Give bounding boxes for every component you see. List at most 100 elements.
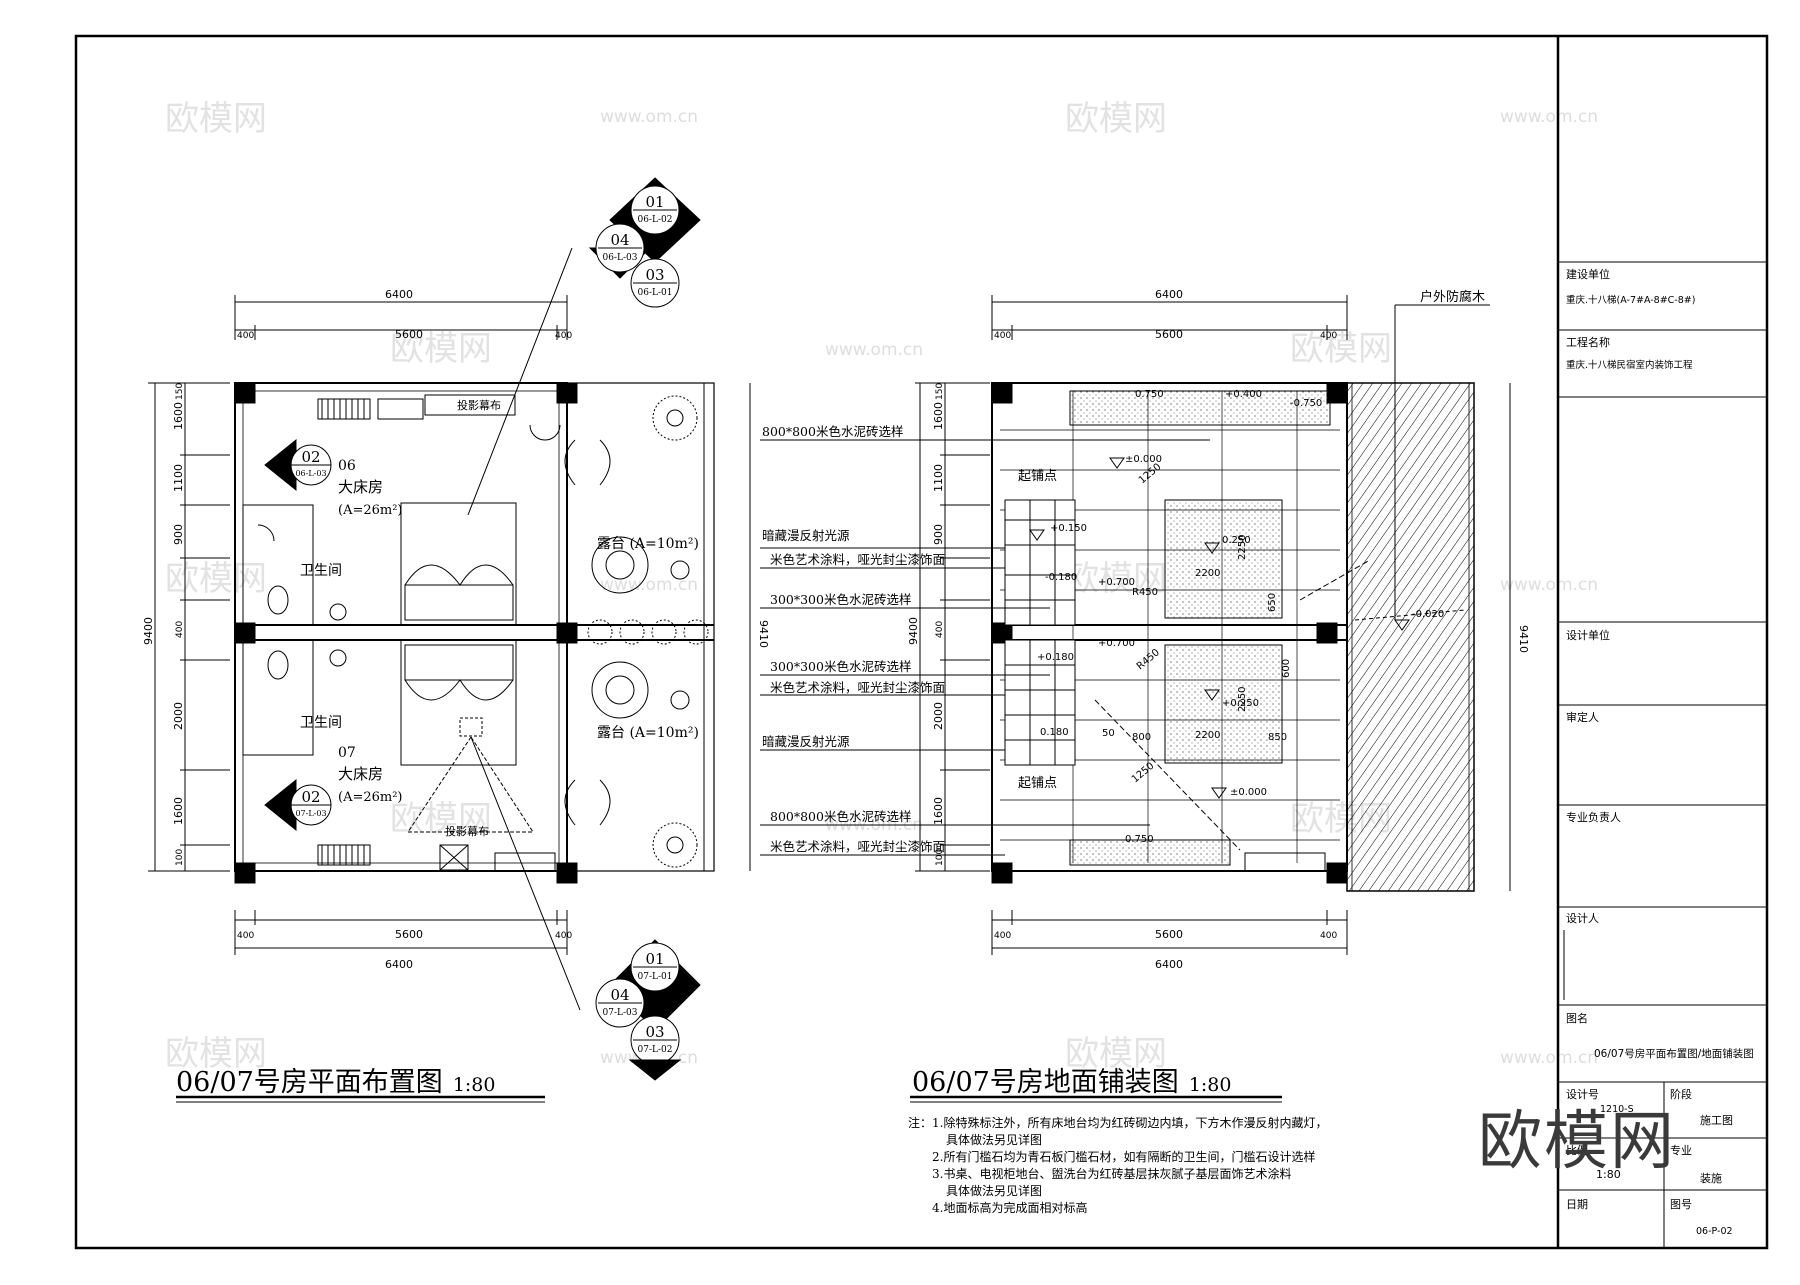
- watermark-url: www.om.cn: [1500, 1048, 1598, 1068]
- bathroom-label: 卫生间: [300, 563, 342, 579]
- index-texts-lower: 01 07-L-01 04 07-L-03 03 07-L-02: [603, 950, 673, 1055]
- material-callout: 800*800米色水泥砖选样: [762, 424, 903, 439]
- index-sheet: 06-L-02: [638, 215, 673, 225]
- door-tag-upper: [264, 438, 332, 492]
- dim-text: 9400: [907, 617, 920, 645]
- note-line: 4.地面标高为完成面相对标高: [932, 1201, 1088, 1215]
- material-callout: 米色艺术涂料，哑光封尘漆饰面: [770, 552, 945, 567]
- major-value: 装施: [1700, 1172, 1722, 1185]
- floor-callouts: 800*800米色水泥砖选样 暗藏漫反射光源 米色艺术涂料，哑光封尘漆饰面 30…: [762, 289, 1485, 854]
- level-mark: 0.180: [1040, 727, 1069, 738]
- dim-text: 150: [175, 383, 185, 400]
- watermark-logo: 欧模网: [1065, 559, 1167, 599]
- index-number: 04: [610, 231, 629, 249]
- dim-text: 1600: [172, 797, 185, 825]
- level-mark: 0.250: [1222, 535, 1251, 546]
- index-number: 03: [645, 1023, 664, 1041]
- outdoor-wood-label: 户外防腐木: [1420, 289, 1485, 305]
- dim-text: 5600: [395, 928, 423, 941]
- room-number: 07: [338, 745, 356, 761]
- plan-title: 06/07号房平面布置图 1:80: [176, 1060, 495, 1099]
- watermark-url: www.om.cn: [825, 340, 923, 360]
- terrace-label: 露台 (A=10m²): [597, 536, 699, 552]
- level-mark: 0.750: [1135, 389, 1164, 400]
- dim-text: 400: [1320, 331, 1337, 341]
- floor-scale: 1:80: [1188, 1074, 1232, 1096]
- door-tag-number: 02: [301, 448, 320, 466]
- dim-text: 400: [237, 931, 254, 941]
- level-mark: -0.750: [1290, 398, 1322, 409]
- dim-text: 400: [994, 931, 1011, 941]
- dim-text: 1600: [932, 797, 945, 825]
- plan-dimension-texts: 6400 400 5600 400 400 5600 400 6400 9400…: [142, 288, 770, 971]
- plan-labels: 06 大床房 (A=26m²) 07 大床房 (A=26m²) 卫生间 卫生间 …: [300, 398, 699, 838]
- watermark-url: www.om.cn: [600, 107, 698, 127]
- bathroom-label: 卫生间: [300, 715, 342, 731]
- dim-text: 5600: [395, 328, 423, 341]
- dim-text: 1250: [1137, 462, 1164, 487]
- door-tag-number: 02: [301, 788, 320, 806]
- dim-text: 400: [237, 331, 254, 341]
- dim-text: 100: [175, 849, 185, 866]
- owner-label: 建设单位: [1566, 268, 1610, 281]
- material-callout: 300*300米色水泥砖选样: [770, 659, 911, 674]
- approved-label: 审定人: [1566, 711, 1599, 724]
- projector-screen-label: 投影幕布: [457, 398, 501, 412]
- plan-scale: 1:80: [452, 1074, 496, 1096]
- level-mark: +0.180: [1037, 652, 1074, 663]
- plan-view: [148, 247, 751, 1011]
- watermark-logo: 欧模网: [390, 329, 492, 369]
- dim-text: 900: [932, 524, 945, 545]
- index-sheet: 07-L-02: [638, 1045, 673, 1055]
- dim-text: 1600: [932, 402, 945, 430]
- floor-dimension-texts: 6400 400 5600 400 400 5600 400 6400 9400…: [907, 288, 1530, 971]
- index-sheet: 06-L-01: [638, 288, 673, 298]
- sheet-border: [74, 34, 1769, 1250]
- note-line: 具体做法另见详图: [946, 1133, 1043, 1147]
- dim-text: 9410: [1517, 625, 1530, 653]
- general-notes: 注：1.除特殊标注外，所有床地台均为红砖砌边内填，下方木作漫反射内藏灯， 具体做…: [908, 1115, 1368, 1217]
- level-mark: +0.700: [1098, 638, 1135, 649]
- stage-value: 施工图: [1700, 1114, 1733, 1127]
- note-line: 1.除特殊标注外，所有床地台均为红砖砌边内填，下方木作漫反射内藏灯，: [932, 1116, 1328, 1130]
- index-symbol-upper: [588, 177, 701, 308]
- drawing-name-value: 06/07号房平面布置图/地面铺装图: [1594, 1048, 1754, 1060]
- floor-plan-view: [760, 295, 1511, 955]
- projector-screen-label: 投影幕布: [445, 824, 489, 838]
- sheet-no-value: 06-P-02: [1696, 1226, 1733, 1237]
- watermark-layer: 欧模网 欧模网 欧模网 欧模网 欧模网 欧模网 欧模网 欧模网 欧模网 欧模网: [165, 99, 1392, 1074]
- watermark-url: www.om.cn: [1500, 107, 1598, 127]
- specialty-label: 专业负责人: [1566, 811, 1621, 824]
- level-mark: +0.400: [1225, 389, 1262, 400]
- sheet-no-label: 图号: [1670, 1198, 1692, 1211]
- dim-text: 400: [935, 621, 945, 638]
- level-mark: -0.020: [1412, 609, 1444, 620]
- dim-text: 400: [175, 621, 185, 638]
- start-point-label: 起铺点: [1018, 469, 1057, 484]
- dim-text: 100: [935, 849, 945, 866]
- room-area: (A=26m²): [338, 790, 403, 805]
- dim-text: 1100: [172, 464, 185, 492]
- dim-text: 400: [555, 931, 572, 941]
- room-name: 大床房: [338, 478, 383, 496]
- index-number: 01: [645, 950, 664, 968]
- dim-text: 400: [1320, 931, 1337, 941]
- dim-text: 5600: [1155, 328, 1183, 341]
- terrace-label: 露台 (A=10m²): [597, 725, 699, 741]
- title-block-grid: [1558, 261, 1767, 1248]
- material-callout: 暗藏漫反射光源: [762, 528, 850, 543]
- drawing-name-label: 图名: [1566, 1012, 1588, 1025]
- dim-text: 2250: [1237, 535, 1248, 560]
- owner-value: 重庆.十八梯(A-7#A-8#C-8#): [1566, 295, 1696, 306]
- watermark-logo: 欧模网: [165, 559, 267, 599]
- dim-text: 1600: [172, 402, 185, 430]
- index-sheet: 06-L-03: [603, 253, 638, 263]
- dim-text: 6400: [1155, 958, 1183, 971]
- plan-title-text: 06/07号房平面布置图: [176, 1067, 443, 1098]
- index-number: 01: [645, 193, 664, 211]
- level-mark: +0.700: [1098, 577, 1135, 588]
- level-mark: -0.180: [1045, 572, 1077, 583]
- dim-text: 1100: [932, 464, 945, 492]
